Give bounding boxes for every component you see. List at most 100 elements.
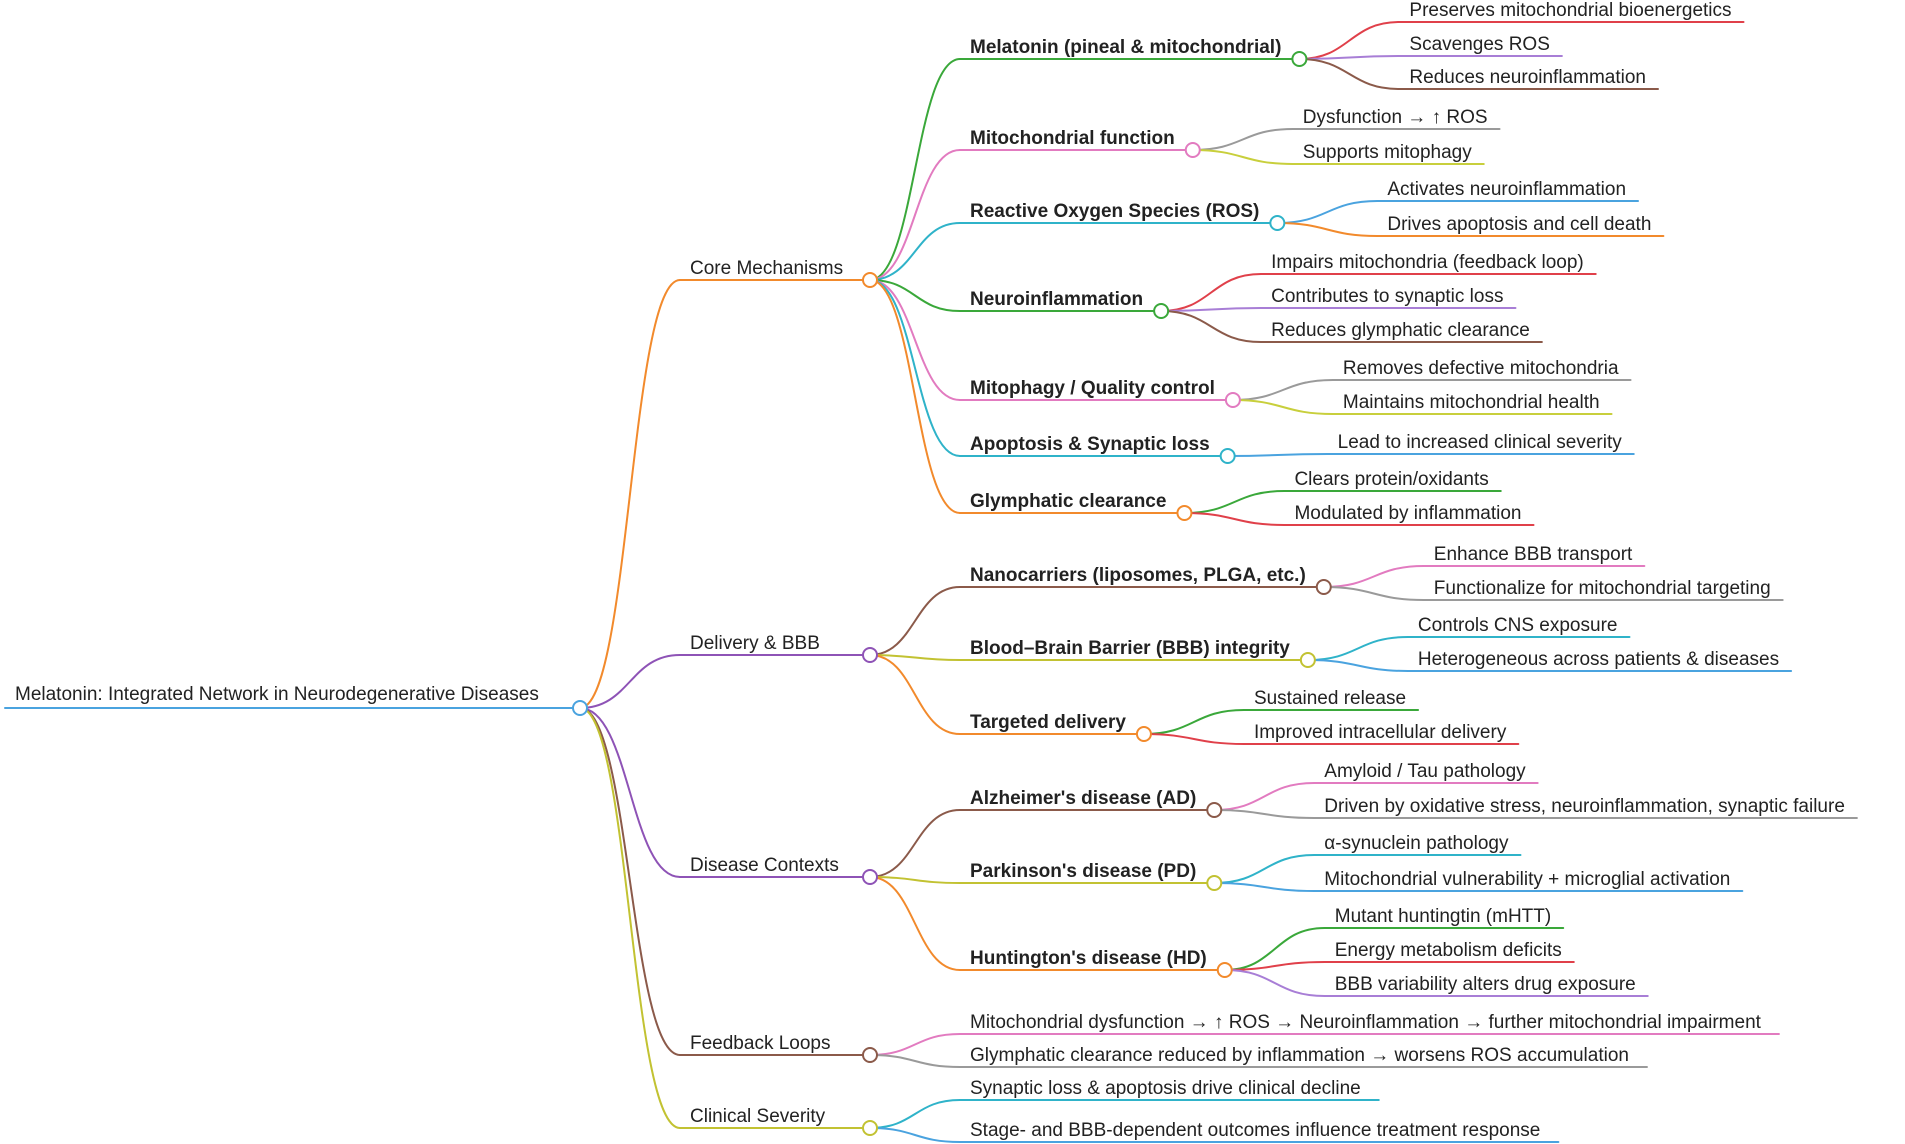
branch-disease-contexts-parkinson-s-disease-pd-toggle-icon[interactable] — [1206, 875, 1223, 891]
branch-feedback-loops-glymphatic-clearance-reduced-by-inflamma-label: Glymphatic clearance reduced by inflamma… — [970, 1045, 1629, 1066]
branch-core-mechanisms-toggle-icon[interactable] — [862, 272, 878, 288]
branch-core-mechanisms-melatonin-pineal-mitochondrial-leaf-reduces-neuroinflammation-label: Reduces neuroinflammation — [1409, 67, 1646, 88]
branch-disease-contexts-toggle-icon[interactable] — [862, 869, 878, 885]
branch-disease-contexts-parkinson-s-disease-pd-leaf-synuclein-pathology-label: α-synuclein pathology — [1324, 833, 1509, 854]
branch-core-mechanisms-mitophagy-quality-control-leaf-maintains-mitochondrial-health-label: Maintains mitochondrial health — [1343, 392, 1600, 413]
branch-core-mechanisms-apoptosis-synaptic-loss-toggle-icon[interactable] — [1219, 448, 1236, 464]
branch-core-mechanisms-mitochondrial-function-leaf-supports-mitophagy-label: Supports mitophagy — [1303, 142, 1472, 163]
branch-core-mechanisms-neuroinflammation-toggle-icon[interactable] — [1153, 303, 1170, 319]
branch-disease-contexts-parkinson-s-disease-pd-leaf-mitochondrial-vulnerability-microglial-a-edge — [1213, 882, 1316, 892]
branch-clinical-severity-edge — [579, 707, 681, 1129]
branch-delivery-bbb-targeted-delivery-label: Targeted delivery — [970, 712, 1126, 733]
branch-feedback-loops-edge — [579, 707, 681, 1056]
branch-disease-contexts-huntington-s-disease-hd-leaf-energy-metabolism-deficits-label: Energy metabolism deficits — [1335, 940, 1562, 961]
branch-disease-contexts-alzheimer-s-disease-ad-leaf-driven-by-oxidative-stress-neuroinflamma-label: Driven by oxidative stress, neuroinflamm… — [1324, 796, 1845, 817]
branch-core-mechanisms-glymphatic-clearance-leaf-modulated-by-inflammation-edge — [1183, 512, 1286, 526]
branch-clinical-severity-stage-and-bbb-dependent-outcomes-influen-edge — [869, 1127, 961, 1143]
branch-disease-contexts-label: Disease Contexts — [690, 855, 839, 876]
branch-core-mechanisms-reactive-oxygen-species-ros-leaf-activates-neuroinflammation-label: Activates neuroinflammation — [1387, 179, 1626, 200]
branch-core-mechanisms-reactive-oxygen-species-ros-toggle-icon[interactable] — [1269, 215, 1286, 231]
branch-delivery-bbb-nanocarriers-liposomes-plga-etc-label: Nanocarriers (liposomes, PLGA, etc.) — [970, 565, 1306, 586]
branch-delivery-bbb-nanocarriers-liposomes-plga-etc-toggle-icon[interactable] — [1315, 579, 1332, 595]
branch-disease-contexts-huntington-s-disease-hd-leaf-mutant-huntingtin-mhtt-label: Mutant huntingtin (mHTT) — [1335, 906, 1551, 927]
branch-delivery-bbb-blood-brain-barrier-bbb-integrity-label: Blood–Brain Barrier (BBB) integrity — [970, 638, 1290, 659]
branch-clinical-severity-toggle-icon[interactable] — [862, 1120, 878, 1136]
branch-disease-contexts-huntington-s-disease-hd-label: Huntington's disease (HD) — [970, 948, 1207, 969]
branch-core-mechanisms-edge — [579, 279, 681, 709]
branch-disease-contexts-parkinson-s-disease-pd-label: Parkinson's disease (PD) — [970, 861, 1196, 882]
branch-disease-contexts-alzheimer-s-disease-ad-leaf-amyloid-tau-pathology-edge — [1213, 782, 1316, 811]
branch-feedback-loops-mitochondrial-dysfunction-ros-neuroinfla-label: Mitochondrial dysfunction → ↑ ROS → Neur… — [970, 1012, 1762, 1033]
branch-core-mechanisms-melatonin-pineal-mitochondrial-label: Melatonin (pineal & mitochondrial) — [970, 37, 1281, 58]
branch-feedback-loops-glymphatic-clearance-reduced-by-inflamma-edge — [869, 1054, 961, 1068]
branch-core-mechanisms-mitophagy-quality-control-leaf-maintains-mitochondrial-health-edge — [1231, 399, 1334, 415]
branch-delivery-bbb-nanocarriers-liposomes-plga-etc-edge — [869, 586, 961, 656]
branch-delivery-bbb-blood-brain-barrier-bbb-integrity-edge — [869, 654, 961, 661]
branch-delivery-bbb-toggle-icon[interactable] — [862, 647, 878, 663]
branch-core-mechanisms-glymphatic-clearance-leaf-clears-protein-oxidants-label: Clears protein/oxidants — [1294, 469, 1488, 490]
branch-disease-contexts-huntington-s-disease-hd-edge — [869, 876, 961, 971]
branch-delivery-bbb-blood-brain-barrier-bbb-integrity-leaf-heterogeneous-across-patients-diseases-label: Heterogeneous across patients & diseases — [1418, 649, 1779, 670]
branch-core-mechanisms-glymphatic-clearance-leaf-clears-protein-oxidants-edge — [1183, 490, 1286, 514]
branch-delivery-bbb-targeted-delivery-toggle-icon[interactable] — [1135, 726, 1152, 742]
branch-disease-contexts-alzheimer-s-disease-ad-leaf-amyloid-tau-pathology-label: Amyloid / Tau pathology — [1324, 761, 1526, 782]
mind-map-nodes: Melatonin: Integrated Network in Neurode… — [15, 0, 1845, 1141]
branch-core-mechanisms-mitophagy-quality-control-toggle-icon[interactable] — [1224, 392, 1241, 408]
branch-core-mechanisms-neuroinflammation-edge — [869, 279, 961, 312]
branch-disease-contexts-huntington-s-disease-hd-leaf-mutant-huntingtin-mhtt-edge — [1223, 927, 1326, 971]
branch-core-mechanisms-melatonin-pineal-mitochondrial-leaf-reduces-neuroinflammation-edge — [1298, 58, 1401, 90]
branch-core-mechanisms-glymphatic-clearance-label: Glymphatic clearance — [970, 491, 1166, 512]
branch-core-mechanisms-neuroinflammation-leaf-contributes-to-synaptic-loss-label: Contributes to synaptic loss — [1271, 286, 1503, 307]
branch-delivery-bbb-blood-brain-barrier-bbb-integrity-leaf-heterogeneous-across-patients-diseases-edge — [1306, 659, 1409, 672]
branch-core-mechanisms-mitochondrial-function-toggle-icon[interactable] — [1184, 142, 1201, 158]
branch-core-mechanisms-neuroinflammation-leaf-reduces-glymphatic-clearance-edge — [1160, 310, 1263, 343]
branch-delivery-bbb-nanocarriers-liposomes-plga-etc-leaf-enhance-bbb-transport-edge — [1322, 565, 1425, 588]
branch-core-mechanisms-neuroinflammation-leaf-impairs-mitochondria-feedback-loop-edge — [1160, 273, 1263, 312]
branch-core-mechanisms-mitophagy-quality-control-label: Mitophagy / Quality control — [970, 378, 1215, 399]
branch-disease-contexts-parkinson-s-disease-pd-edge — [869, 876, 961, 884]
branch-disease-contexts-alzheimer-s-disease-ad-leaf-driven-by-oxidative-stress-neuroinflamma-edge — [1213, 809, 1316, 819]
branch-clinical-severity-stage-and-bbb-dependent-outcomes-influen-label: Stage- and BBB-dependent outcomes influe… — [970, 1120, 1540, 1141]
branch-disease-contexts-huntington-s-disease-hd-leaf-bbb-variability-alters-drug-exposure-label: BBB variability alters drug exposure — [1335, 974, 1636, 995]
branch-core-mechanisms-mitophagy-quality-control-leaf-removes-defective-mitochondria-edge — [1231, 379, 1334, 401]
branch-core-mechanisms-melatonin-pineal-mitochondrial-leaf-scavenges-ros-label: Scavenges ROS — [1409, 34, 1549, 55]
branch-core-mechanisms-apoptosis-synaptic-loss-leaf-lead-to-increased-clinical-severity-label: Lead to increased clinical severity — [1338, 432, 1623, 453]
branch-delivery-bbb-targeted-delivery-leaf-improved-intracellular-delivery-label: Improved intracellular delivery — [1254, 722, 1507, 743]
branch-delivery-bbb-label: Delivery & BBB — [690, 633, 820, 654]
branch-core-mechanisms-reactive-oxygen-species-ros-leaf-activates-neuroinflammation-edge — [1276, 200, 1379, 224]
root-toggle-icon[interactable] — [572, 700, 588, 716]
branch-delivery-bbb-targeted-delivery-leaf-improved-intracellular-delivery-edge — [1142, 733, 1245, 745]
branch-delivery-bbb-nanocarriers-liposomes-plga-etc-leaf-functionalize-for-mitochondrial-targetin-edge — [1322, 586, 1425, 601]
branch-core-mechanisms-reactive-oxygen-species-ros-label: Reactive Oxygen Species (ROS) — [970, 201, 1259, 222]
branch-disease-contexts-huntington-s-disease-hd-toggle-icon[interactable] — [1216, 962, 1233, 978]
branch-core-mechanisms-melatonin-pineal-mitochondrial-leaf-preserves-mitochondrial-bioenergetics-edge — [1298, 21, 1401, 60]
branch-core-mechanisms-label: Core Mechanisms — [690, 258, 843, 279]
branch-feedback-loops-toggle-icon[interactable] — [862, 1047, 878, 1063]
branch-core-mechanisms-mitochondrial-function-leaf-dysfunction-ros-label: Dysfunction → ↑ ROS — [1303, 107, 1488, 128]
branch-core-mechanisms-neuroinflammation-leaf-impairs-mitochondria-feedback-loop-label: Impairs mitochondria (feedback loop) — [1271, 252, 1584, 273]
branch-core-mechanisms-glymphatic-clearance-toggle-icon[interactable] — [1176, 505, 1193, 521]
branch-delivery-bbb-blood-brain-barrier-bbb-integrity-leaf-controls-cns-exposure-edge — [1306, 636, 1409, 661]
branch-core-mechanisms-apoptosis-synaptic-loss-edge — [869, 279, 961, 457]
branch-delivery-bbb-blood-brain-barrier-bbb-integrity-toggle-icon[interactable] — [1299, 652, 1316, 668]
branch-disease-contexts-alzheimer-s-disease-ad-edge — [869, 809, 961, 878]
branch-core-mechanisms-mitochondrial-function-edge — [869, 149, 961, 281]
branch-core-mechanisms-melatonin-pineal-mitochondrial-toggle-icon[interactable] — [1291, 51, 1308, 67]
branch-clinical-severity-label: Clinical Severity — [690, 1106, 826, 1127]
branch-disease-contexts-edge — [579, 707, 681, 878]
branch-core-mechanisms-mitochondrial-function-leaf-dysfunction-ros-edge — [1191, 128, 1294, 151]
mind-map-edges — [4, 21, 1858, 1143]
branch-core-mechanisms-melatonin-pineal-mitochondrial-leaf-preserves-mitochondrial-bioenergetics-label: Preserves mitochondrial bioenergetics — [1409, 0, 1731, 21]
branch-delivery-bbb-targeted-delivery-leaf-sustained-release-label: Sustained release — [1254, 688, 1406, 709]
branch-core-mechanisms-glymphatic-clearance-leaf-modulated-by-inflammation-label: Modulated by inflammation — [1294, 503, 1521, 524]
branch-core-mechanisms-reactive-oxygen-species-ros-leaf-drives-apoptosis-and-cell-death-edge — [1276, 222, 1379, 237]
branch-delivery-bbb-edge — [579, 654, 681, 709]
branch-core-mechanisms-glymphatic-clearance-edge — [869, 279, 961, 514]
branch-delivery-bbb-nanocarriers-liposomes-plga-etc-leaf-functionalize-for-mitochondrial-targetin-label: Functionalize for mitochondrial targetin… — [1434, 578, 1771, 599]
branch-disease-contexts-alzheimer-s-disease-ad-toggle-icon[interactable] — [1206, 802, 1223, 818]
branch-core-mechanisms-mitophagy-quality-control-leaf-removes-defective-mitochondria-label: Removes defective mitochondria — [1343, 358, 1619, 379]
branch-core-mechanisms-melatonin-pineal-mitochondrial-leaf-scavenges-ros-edge — [1298, 55, 1401, 60]
branch-core-mechanisms-neuroinflammation-label: Neuroinflammation — [970, 289, 1143, 310]
branch-core-mechanisms-melatonin-pineal-mitochondrial-edge — [869, 58, 961, 281]
